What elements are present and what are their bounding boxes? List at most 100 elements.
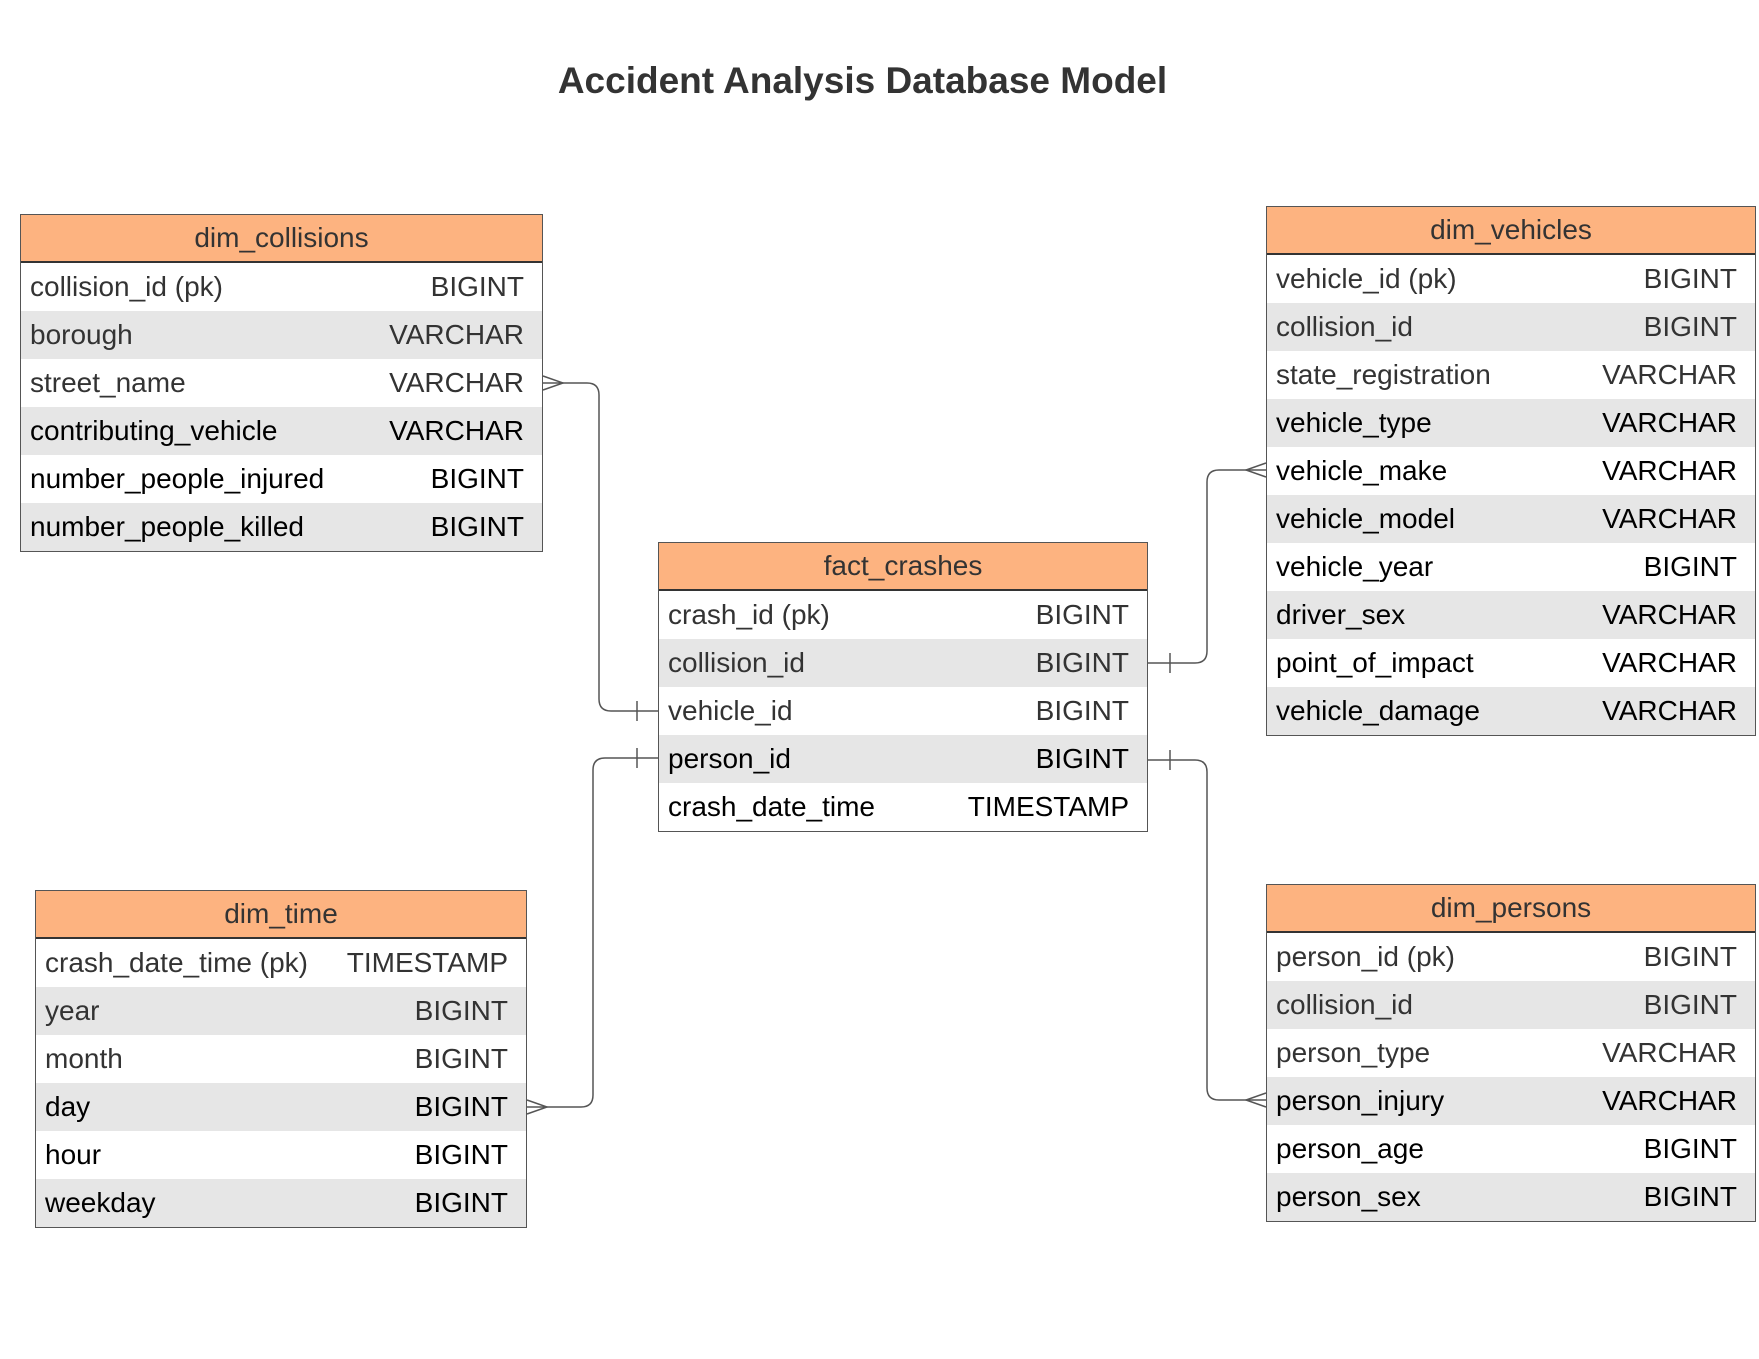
- entity-title: dim_vehicles: [1267, 207, 1755, 255]
- column-row: street_name VARCHAR: [21, 359, 542, 407]
- column-name: vehicle_type: [1276, 407, 1432, 438]
- column-type: BIGINT: [414, 1139, 508, 1170]
- column-row: number_people_injured BIGINT: [21, 455, 542, 503]
- column-name: number_people_killed: [30, 511, 304, 542]
- column-name: vehicle_year: [1276, 551, 1434, 582]
- column-name: state_registration: [1276, 359, 1491, 390]
- entity-title: dim_persons: [1267, 885, 1755, 933]
- crowfoot-persons: [1243, 1092, 1267, 1108]
- column-type: VARCHAR: [1602, 1037, 1737, 1068]
- column-name: person_sex: [1276, 1181, 1421, 1212]
- column-type: VARCHAR: [1602, 503, 1737, 534]
- column-name: street_name: [30, 367, 186, 398]
- column-type: VARCHAR: [1602, 1085, 1737, 1116]
- column-name: vehicle_make: [1276, 455, 1448, 486]
- entity-dim-vehicles[interactable]: dim_vehicles vehicle_id (pk) BIGINT colli…: [1266, 206, 1756, 736]
- column-name: driver_sex: [1276, 599, 1406, 630]
- column-name: point_of_impact: [1276, 647, 1474, 678]
- column-row: vehicle_make VARCHAR: [1267, 447, 1755, 495]
- column-name: year: [45, 995, 100, 1026]
- column-row: state_registration VARCHAR: [1267, 351, 1755, 399]
- column-type: BIGINT: [414, 1043, 508, 1074]
- column-row: person_id (pk) BIGINT: [1267, 933, 1755, 981]
- column-name: weekday: [45, 1187, 156, 1218]
- column-row: driver_sex VARCHAR: [1267, 591, 1755, 639]
- column-row: collision_id BIGINT: [659, 639, 1147, 687]
- column-name: person_age: [1276, 1133, 1424, 1164]
- column-type: BIGINT: [1643, 311, 1737, 342]
- column-type: BIGINT: [1643, 941, 1737, 972]
- column-row: person_type VARCHAR: [1267, 1029, 1755, 1077]
- column-name: contributing_vehicle: [30, 415, 278, 446]
- column-row: vehicle_id (pk) BIGINT: [1267, 255, 1755, 303]
- column-row: person_age BIGINT: [1267, 1125, 1755, 1173]
- column-type: VARCHAR: [1602, 455, 1737, 486]
- column-name: collision_id: [668, 647, 805, 678]
- column-type: BIGINT: [1643, 263, 1737, 294]
- column-row: day BIGINT: [36, 1083, 526, 1131]
- column-type: BIGINT: [430, 463, 524, 494]
- column-type: BIGINT: [430, 511, 524, 542]
- column-type: BIGINT: [1643, 989, 1737, 1020]
- entity-title: fact_crashes: [659, 543, 1147, 591]
- column-name: collision_id: [1276, 989, 1413, 1020]
- column-type: BIGINT: [414, 1091, 508, 1122]
- column-type: BIGINT: [1643, 1181, 1737, 1212]
- column-type: VARCHAR: [1602, 407, 1737, 438]
- column-type: VARCHAR: [389, 367, 524, 398]
- column-type: BIGINT: [414, 995, 508, 1026]
- column-type: BIGINT: [1643, 1133, 1737, 1164]
- column-type: BIGINT: [1035, 743, 1129, 774]
- column-name: person_id: [668, 743, 791, 774]
- column-type: BIGINT: [1035, 599, 1129, 630]
- column-type: BIGINT: [430, 271, 524, 302]
- column-type: BIGINT: [1035, 647, 1129, 678]
- column-type: TIMESTAMP: [346, 947, 508, 978]
- crowfoot-vehicles: [1243, 462, 1267, 478]
- column-name: person_id (pk): [1276, 941, 1455, 972]
- column-row: collision_id BIGINT: [1267, 981, 1755, 1029]
- column-name: collision_id (pk): [30, 271, 223, 302]
- entity-fact-crashes[interactable]: fact_crashes crash_id (pk) BIGINT collisi…: [658, 542, 1148, 832]
- column-name: person_type: [1276, 1037, 1431, 1068]
- column-name: day: [45, 1091, 91, 1122]
- column-name: vehicle_damage: [1276, 695, 1480, 726]
- column-row: vehicle_damage VARCHAR: [1267, 687, 1755, 735]
- link-fact-persons: [1148, 759, 1266, 1101]
- entity-dim-collisions[interactable]: dim_collisions collision_id (pk) BIGINT b…: [20, 214, 543, 552]
- link-fact-vehicles: [1148, 469, 1266, 664]
- column-row: hour BIGINT: [36, 1131, 526, 1179]
- column-name: vehicle_id: [668, 695, 793, 726]
- link-time-fact: [527, 757, 658, 1108]
- link-collisions-fact: [543, 382, 658, 712]
- column-type: VARCHAR: [389, 319, 524, 350]
- entity-title: dim_collisions: [21, 215, 542, 263]
- column-type: VARCHAR: [1602, 599, 1737, 630]
- column-name: crash_date_time (pk): [45, 947, 309, 978]
- column-name: collision_id: [1276, 311, 1413, 342]
- column-type: VARCHAR: [1602, 359, 1737, 390]
- column-name: vehicle_id (pk): [1276, 263, 1457, 294]
- entity-title: dim_time: [36, 891, 526, 939]
- column-name: number_people_injured: [30, 463, 325, 494]
- column-name: person_injury: [1276, 1085, 1445, 1116]
- crowfoot-time: [526, 1099, 550, 1115]
- column-row: year BIGINT: [36, 987, 526, 1035]
- column-row: month BIGINT: [36, 1035, 526, 1083]
- column-type: BIGINT: [414, 1187, 508, 1218]
- column-name: month: [45, 1043, 123, 1074]
- entity-dim-persons[interactable]: dim_persons person_id (pk) BIGINT collisi…: [1266, 884, 1756, 1222]
- column-type: VARCHAR: [1602, 695, 1737, 726]
- column-type: BIGINT: [1643, 551, 1737, 582]
- entity-dim-time[interactable]: dim_time crash_date_time (pk) TIMESTAMP y…: [35, 890, 527, 1228]
- column-name: hour: [45, 1139, 102, 1170]
- column-row: vehicle_type VARCHAR: [1267, 399, 1755, 447]
- column-row: weekday BIGINT: [36, 1179, 526, 1227]
- column-name: crash_id (pk): [668, 599, 830, 630]
